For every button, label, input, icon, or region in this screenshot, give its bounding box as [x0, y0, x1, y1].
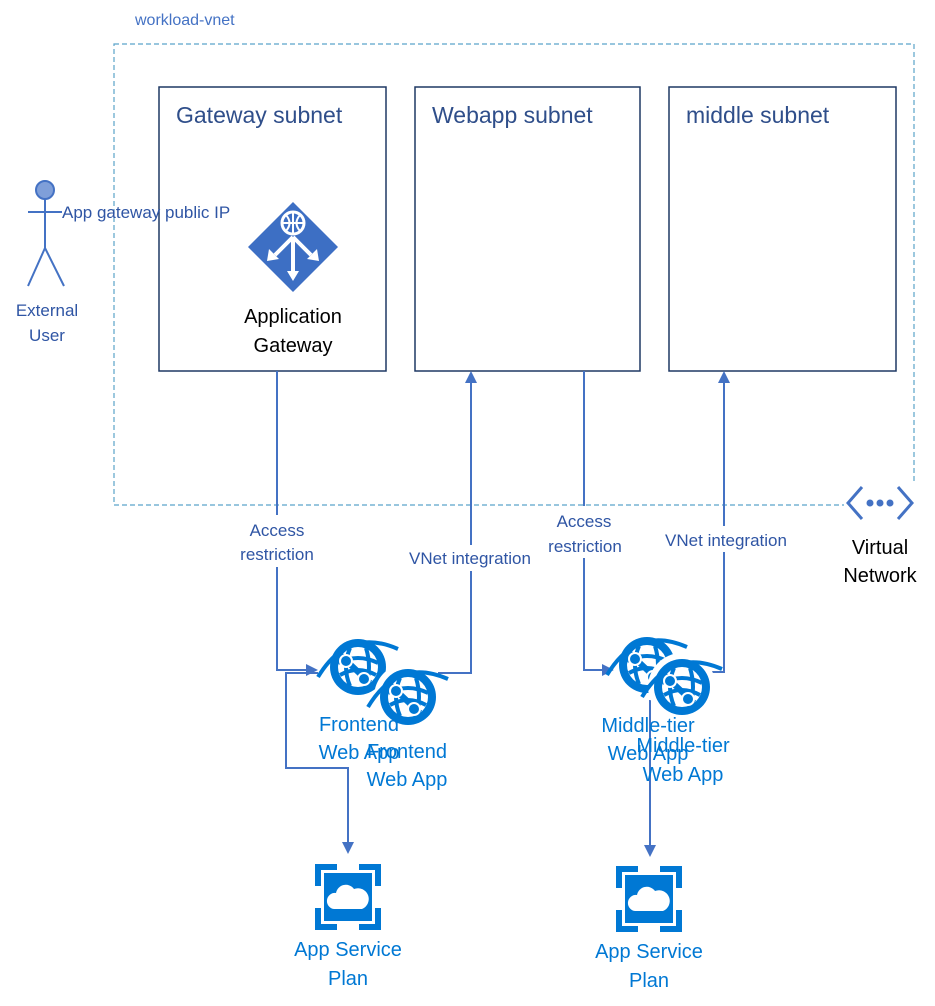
app-service-plan-2-line1: App Service — [595, 941, 703, 963]
connector-middle-vnet-integration — [700, 371, 730, 673]
app-service-plan-2-line2: Plan — [629, 970, 669, 992]
middle-web-app-1-line1: Middle-tier — [601, 715, 695, 737]
vnet-integration-2-label: VNet integration — [665, 531, 787, 550]
vnet-integration-1-label: VNet integration — [409, 549, 531, 568]
webapp-subnet-box[interactable] — [414, 86, 641, 372]
virtual-network-icon[interactable] — [844, 481, 916, 525]
frontend-web-app-1-line2: Web App — [319, 742, 400, 764]
frontend-web-app-2-line1: Frontend — [367, 741, 447, 763]
application-gateway-icon[interactable] — [248, 202, 338, 292]
access-restriction-1-line2: restriction — [240, 545, 314, 564]
connector-frontend-to-plan — [285, 672, 354, 854]
connector-frontend-vnet-integration — [438, 371, 477, 674]
webapp-subnet-title: Webapp subnet — [432, 102, 593, 128]
middle-web-app-2-line2: Web App — [643, 764, 724, 786]
app-gateway-label-line1: Application — [244, 306, 342, 328]
connector-gateway-to-frontend — [276, 371, 318, 676]
vnet-boundary — [113, 43, 915, 506]
connector-webapp-to-middle — [583, 371, 614, 676]
external-user-label-line2: User — [29, 326, 65, 345]
app-service-plan-icon-1[interactable] — [315, 864, 381, 930]
person-icon — [27, 180, 65, 287]
middle-web-app-2-line1: Middle-tier — [636, 735, 730, 757]
frontend-web-app-1-line1: Frontend — [319, 714, 399, 736]
gateway-subnet-title: Gateway subnet — [176, 102, 343, 128]
vnet-label: workload-vnet — [134, 12, 235, 29]
middle-subnet-title: middle subnet — [686, 102, 830, 128]
app-service-plan-1-line1: App Service — [294, 939, 402, 961]
app-service-plan-icon-2[interactable] — [616, 866, 682, 932]
app-service-plan-1-line2: Plan — [328, 968, 368, 990]
external-user-label-line1: External — [16, 301, 78, 320]
virtual-network-label-line2: Network — [843, 565, 917, 587]
access-restriction-1-line1: Access — [250, 521, 305, 540]
middle-web-app-1-line2: Web App — [608, 743, 689, 765]
access-restriction-2-line2: restriction — [548, 537, 622, 556]
access-restriction-2-line1: Access — [557, 512, 612, 531]
virtual-network-label-line1: Virtual — [852, 537, 908, 559]
frontend-web-app-2-line2: Web App — [367, 769, 448, 791]
public-ip-label: App gateway public IP — [62, 203, 230, 222]
middle-subnet-box[interactable] — [668, 86, 897, 372]
app-gateway-label-line2: Gateway — [254, 335, 333, 357]
